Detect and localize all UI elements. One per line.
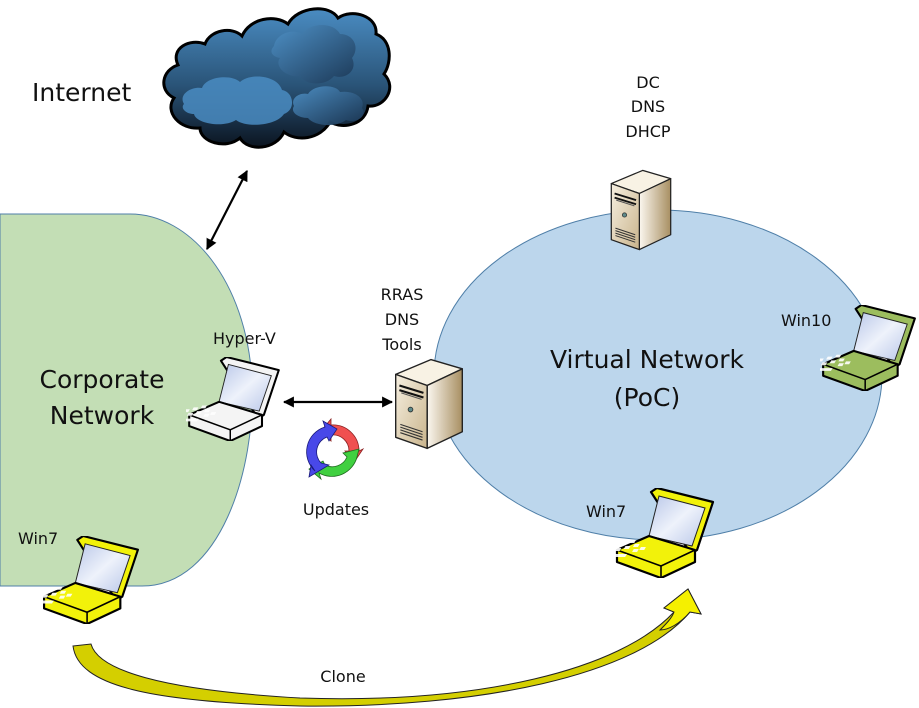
- dc-server-icon: [610, 169, 672, 251]
- updates-cycle-icon: [306, 417, 365, 481]
- tools-role-label: Tools: [381, 335, 421, 354]
- rras-dns-role-label: DNS: [385, 310, 419, 329]
- internet-link-arrow: [206, 170, 248, 250]
- dc-role-label: DC: [636, 73, 660, 92]
- dhcp-role-label: DHCP: [625, 122, 671, 141]
- hyperv-label: Hyper-V: [213, 329, 276, 348]
- corporate-network-label-line1: Corporate: [40, 365, 165, 394]
- clone-arrow: [72, 588, 702, 707]
- internet-cloud-icon: [162, 7, 392, 149]
- clone-arrow-head: [658, 588, 702, 631]
- corporate-network-label-line2: Network: [50, 401, 155, 430]
- virtual-network-label-line2: (PoC): [614, 383, 680, 412]
- win7-vm-label: Win7: [586, 502, 626, 521]
- win7-corporate-label: Win7: [18, 529, 58, 548]
- internet-label: Internet: [32, 78, 131, 107]
- win10-label: Win10: [781, 311, 831, 330]
- rras-server-icon: [394, 358, 464, 450]
- rras-role-label: RRAS: [381, 285, 424, 304]
- virtual-network-label-line1: Virtual Network: [550, 345, 745, 374]
- clone-label: Clone: [320, 667, 365, 686]
- dns-role-label: DNS: [631, 97, 665, 116]
- updates-label: Updates: [303, 500, 369, 519]
